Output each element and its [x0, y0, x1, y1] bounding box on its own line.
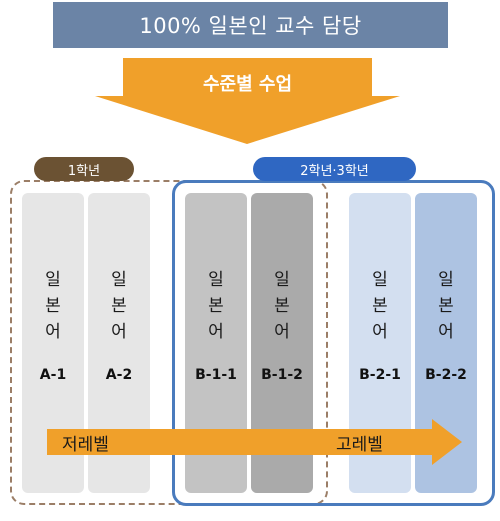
subject-char: 일	[274, 270, 290, 290]
subject-char: 일	[438, 270, 454, 290]
funnel-arrow	[95, 58, 400, 144]
column-b-2-1-subject: 일 본 어	[349, 267, 411, 345]
subject-char: 어	[438, 322, 454, 342]
column-code: B-2-2	[425, 367, 467, 383]
column-code: B-1-2	[261, 367, 303, 383]
subject-char: 어	[274, 322, 290, 342]
column-a-1-subject: 일 본 어	[22, 267, 84, 345]
column-a-2-subject: 일 본 어	[88, 267, 150, 345]
subject-char: 어	[45, 322, 61, 342]
column-b-1-2-subject: 일 본 어	[251, 267, 313, 345]
subject-char: 일	[111, 270, 127, 290]
subject-char: 일	[372, 270, 388, 290]
subject-char: 어	[208, 322, 224, 342]
column-code: B-2-1	[359, 367, 401, 383]
subject-char: 일	[45, 270, 61, 290]
subject-char: 어	[111, 322, 127, 342]
level-low-label: 저레벨	[62, 435, 109, 455]
subject-char: 본	[208, 296, 224, 316]
column-b-1-1-subject: 일 본 어	[185, 267, 247, 345]
subject-char: 본	[438, 296, 454, 316]
column-code: B-1-1	[195, 367, 237, 383]
grade-1-pill: 1학년	[34, 157, 134, 181]
subject-char: 본	[45, 296, 61, 316]
subject-char: 본	[372, 296, 388, 316]
column-code: A-2	[105, 367, 133, 383]
title-banner: 100% 일본인 교수 담당	[53, 2, 448, 48]
subject-char: 본	[111, 296, 127, 316]
column-b-2-2-subject: 일 본 어	[415, 267, 477, 345]
level-high-label: 고레벨	[336, 435, 383, 455]
column-code: A-1	[39, 367, 67, 383]
funnel-label: 수준별 수업	[202, 74, 293, 95]
group-1-border	[10, 180, 328, 505]
group-2-border	[172, 180, 495, 506]
title-text: 100% 일본인 교수 담당	[139, 14, 362, 38]
grade-2-3-pill: 2학년·3학년	[253, 157, 416, 181]
subject-char: 본	[274, 296, 290, 316]
level-arrow	[47, 419, 462, 465]
subject-char: 일	[208, 270, 224, 290]
subject-char: 어	[372, 322, 388, 342]
